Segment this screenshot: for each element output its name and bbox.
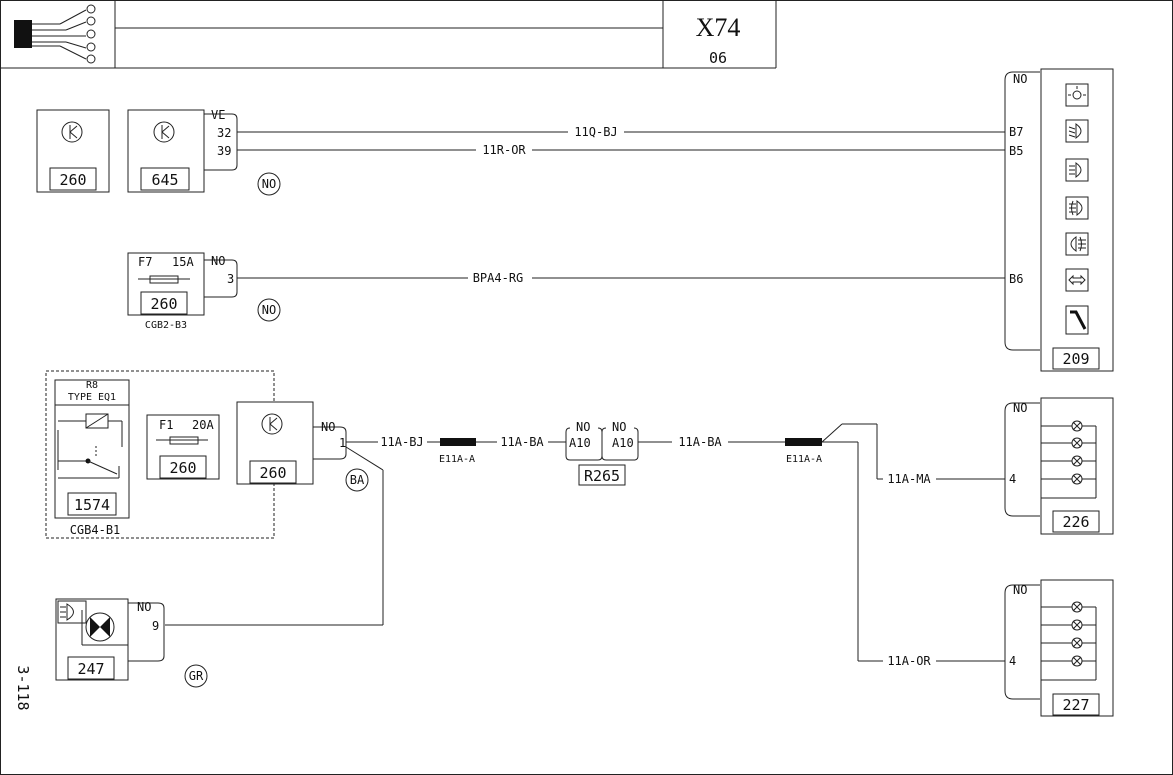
svg-text:B7: B7 [1009, 125, 1023, 139]
dipped-beam-icon [1065, 119, 1089, 143]
svg-text:BA: BA [350, 473, 365, 487]
svg-text:NO: NO [1013, 401, 1027, 415]
splice-e11a-a-1 [440, 438, 476, 446]
svg-text:NO: NO [1013, 583, 1027, 597]
svg-text:4: 4 [1009, 654, 1016, 668]
svg-text:260: 260 [59, 171, 86, 189]
component-260-a: 260 [36, 109, 110, 193]
front-fog-icon [1065, 196, 1089, 220]
svg-text:1: 1 [339, 436, 346, 450]
svg-text:1574: 1574 [74, 496, 110, 514]
svg-text:645: 645 [151, 171, 178, 189]
wire-11a-ba-1: 11A-BA [500, 435, 544, 449]
bulb-icon [1071, 601, 1083, 667]
svg-text:NO: NO [137, 600, 151, 614]
svg-text:GR: GR [189, 669, 204, 683]
component-645: 645 [127, 109, 205, 193]
header: X74 06 [0, 0, 777, 69]
wire-11a-ba-2: 11A-BA [678, 435, 722, 449]
svg-text:226: 226 [1062, 513, 1089, 531]
svg-text:NO: NO [262, 177, 276, 191]
main-beam-icon [1065, 158, 1089, 182]
svg-text:F7: F7 [138, 255, 152, 269]
svg-text:NO: NO [612, 420, 626, 434]
indicator-arrows-icon [1065, 268, 1089, 292]
relay-1574: R8 TYPE EQ1 1574 [54, 379, 130, 519]
component-227: NO 4 227 [1004, 579, 1114, 717]
svg-text:R265: R265 [584, 467, 620, 485]
component-226: NO 4 226 [1004, 397, 1114, 535]
svg-text:260: 260 [150, 295, 177, 313]
wire-11a-ma: 11A-MA [887, 472, 931, 486]
svg-text:247: 247 [77, 660, 104, 678]
svg-text:B6: B6 [1009, 272, 1023, 286]
connector-logo-icon [14, 4, 96, 64]
svg-text:NO: NO [576, 420, 590, 434]
sidelight-icon [1065, 83, 1089, 107]
svg-text:32: 32 [217, 126, 231, 140]
wire-11a-bj: 11A-BJ [380, 435, 423, 449]
cgb2-label: CGB2-B3 [145, 320, 187, 331]
svg-text:209: 209 [1062, 350, 1089, 368]
header-code: X74 [696, 13, 741, 42]
svg-text:260: 260 [169, 459, 196, 477]
component-r265: NO NO A10 A10 R265 [565, 420, 639, 486]
svg-text:NO: NO [1013, 72, 1027, 86]
svg-text:NO: NO [262, 303, 276, 317]
stalk-switch-icon [1065, 305, 1089, 335]
svg-text:9: 9 [152, 619, 159, 633]
svg-text:3: 3 [227, 272, 234, 286]
component-260-fuse: F7 15A 260 [127, 252, 205, 316]
wire-11q-bj: 11Q-BJ [574, 125, 617, 139]
bulb-icon [1071, 420, 1083, 485]
svg-text:E11A-A: E11A-A [786, 454, 822, 465]
svg-text:4: 4 [1009, 472, 1016, 486]
component-209: NO B7 B5 B6 209 [1004, 68, 1114, 372]
component-247: 247 [55, 598, 129, 681]
svg-text:227: 227 [1062, 696, 1089, 714]
fuse-f1: F1 20A 260 [146, 414, 220, 480]
svg-text:NO: NO [321, 420, 335, 434]
component-260-c: 260 [236, 401, 314, 485]
svg-text:A10: A10 [612, 436, 634, 450]
svg-text:20A: 20A [192, 418, 214, 432]
svg-text:TYPE EQ1: TYPE EQ1 [68, 392, 116, 403]
svg-text:260: 260 [259, 464, 286, 482]
svg-text:F1: F1 [159, 418, 173, 432]
rear-fog-icon [1065, 232, 1089, 256]
header-sub: 06 [709, 49, 727, 67]
wire-11r-or: 11R-OR [482, 143, 526, 157]
svg-text:R8: R8 [86, 380, 98, 391]
svg-text:39: 39 [217, 144, 231, 158]
wire-bpa4-rg: BPA4-RG [473, 271, 524, 285]
wire-11a-or: 11A-OR [887, 654, 931, 668]
svg-text:B5: B5 [1009, 144, 1023, 158]
svg-text:VE: VE [211, 108, 225, 122]
svg-text:15A: 15A [172, 255, 194, 269]
svg-text:E11A-A: E11A-A [439, 454, 475, 465]
side-ref: 3-118 [14, 665, 32, 710]
svg-text:A10: A10 [569, 436, 591, 450]
cgb4-label: CGB4-B1 [70, 523, 121, 537]
svg-text:NO: NO [211, 254, 225, 268]
splice-e11a-a-2 [785, 438, 822, 446]
